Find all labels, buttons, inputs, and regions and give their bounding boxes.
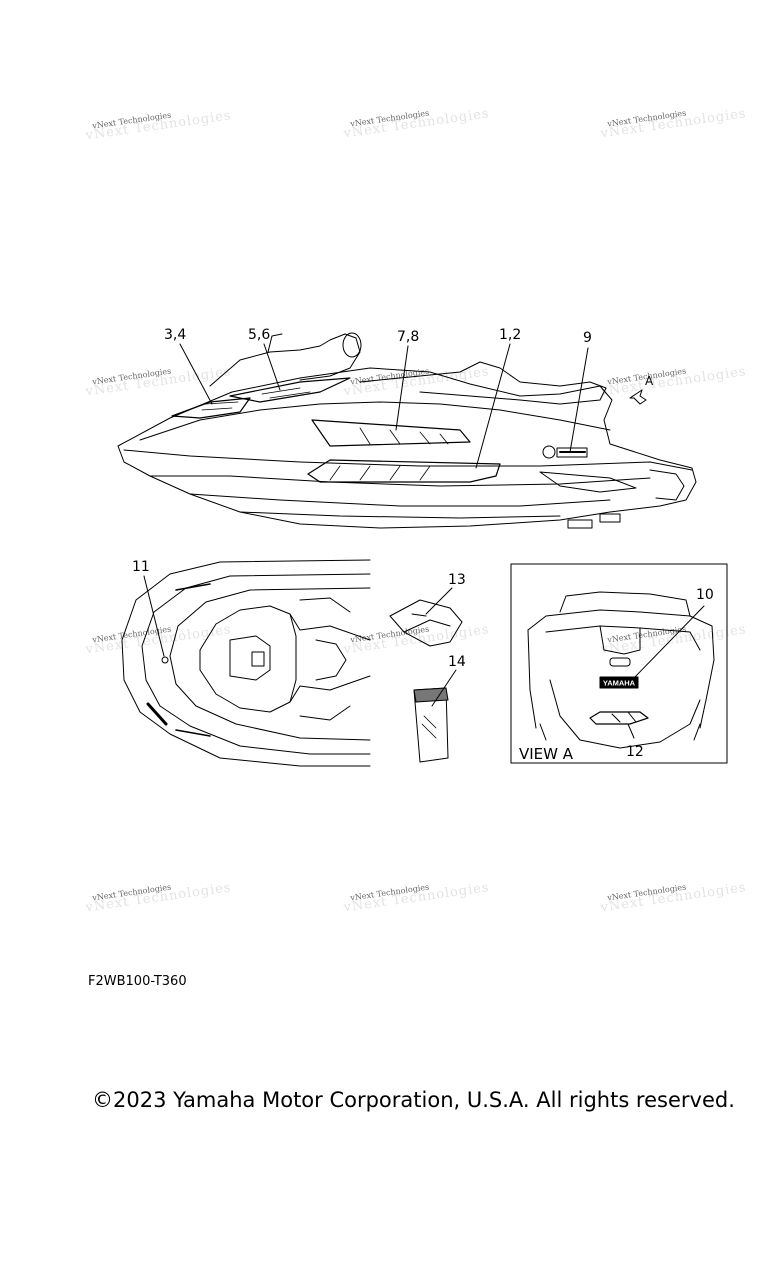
- leader-line-12: [627, 723, 635, 739]
- leader-lines-side: [179, 343, 589, 469]
- copyright-notice: ©2023 Yamaha Motor Corporation, U.S.A. A…: [92, 1088, 735, 1112]
- yamaha-plate-text: YAMAHA: [603, 679, 636, 688]
- callout-14: 14: [448, 654, 466, 670]
- callout-11: 11: [132, 559, 150, 575]
- callout-10: 10: [696, 587, 714, 603]
- watercraft-top-view: [121, 559, 371, 767]
- leader-line-13: [425, 587, 453, 615]
- callout-12: 12: [626, 744, 644, 760]
- callout-1-2: 1,2: [499, 327, 522, 343]
- watercraft-side-view: [117, 332, 697, 529]
- view-a-rear-drawing: [527, 591, 715, 749]
- leader-line-11: [143, 575, 165, 657]
- callout-13: 13: [448, 572, 466, 588]
- callout-5-6: 5,6: [248, 327, 271, 343]
- callout-3-4: 3,4: [164, 327, 187, 343]
- leader-line-10: [631, 605, 705, 681]
- part-14-card: [413, 687, 449, 763]
- callout-9: 9: [583, 330, 592, 346]
- callout-7-8: 7,8: [397, 329, 420, 345]
- view-a-frame: [510, 563, 728, 764]
- view-a-label: VIEW A: [519, 745, 574, 763]
- part-13-patch: [389, 599, 463, 647]
- yamaha-plate: [599, 676, 639, 689]
- leader-line-14: [431, 669, 457, 707]
- callout-view-a-arrow: A: [645, 374, 654, 388]
- diagram-code: F2WB100-T360: [88, 974, 187, 989]
